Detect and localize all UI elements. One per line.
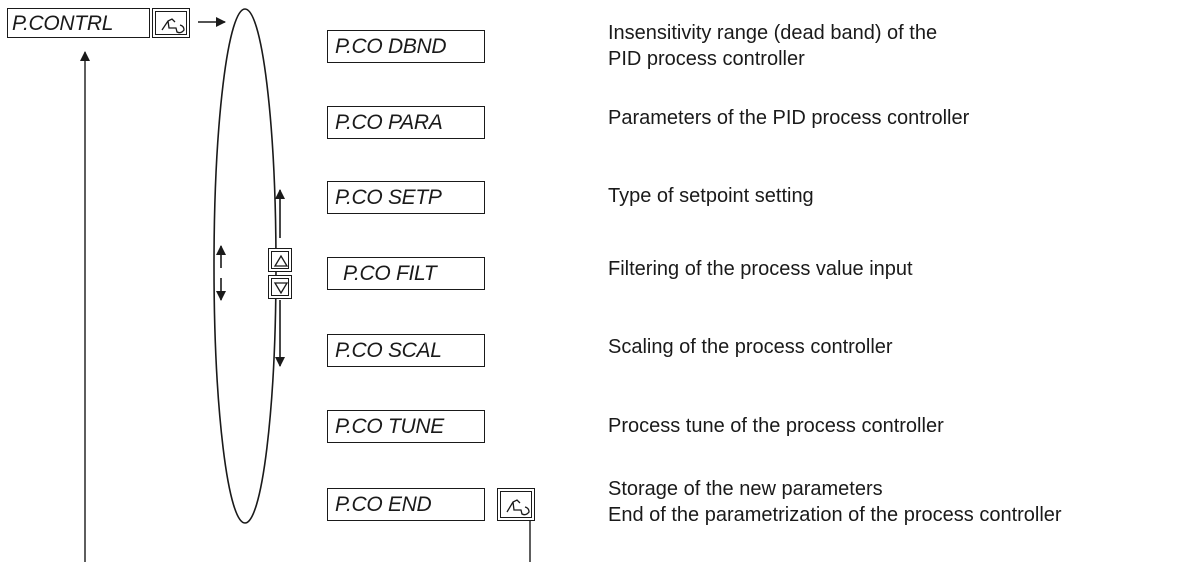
menu-cycle-ellipse: [213, 8, 277, 524]
description-dbnd: Insensitivity range (dead band) of the P…: [608, 22, 938, 70]
enter-key-icon[interactable]: [152, 8, 190, 38]
menu-item-setp[interactable]: P.CO SETP: [327, 181, 485, 214]
down-key-icon[interactable]: [268, 275, 292, 299]
menu-item-label: P.CO TUNE: [335, 415, 444, 438]
root-menu-box[interactable]: P.CONTRL: [7, 8, 150, 38]
menu-item-label: P.CO END: [335, 493, 432, 516]
menu-item-label: P.CO FILT: [343, 262, 437, 285]
menu-item-label: P.CO DBND: [335, 35, 447, 58]
description-setp: Type of setpoint setting: [608, 185, 814, 207]
description-filt: Filtering of the process value input: [608, 258, 913, 280]
root-menu-label: P.CONTRL: [12, 11, 114, 35]
description-scal: Scaling of the process controller: [608, 336, 893, 358]
menu-item-label: P.CO SETP: [335, 186, 442, 209]
menu-item-label: P.CO PARA: [335, 111, 443, 134]
menu-item-filt[interactable]: P.CO FILT: [327, 257, 485, 290]
description-tune: Process tune of the process controller: [608, 415, 944, 437]
menu-item-scal[interactable]: P.CO SCAL: [327, 334, 485, 367]
enter-key-icon[interactable]: [497, 488, 535, 521]
description-end: Storage of the new parameters End of the…: [608, 478, 1062, 526]
menu-item-para[interactable]: P.CO PARA: [327, 106, 485, 139]
menu-item-tune[interactable]: P.CO TUNE: [327, 410, 485, 443]
menu-item-label: P.CO SCAL: [335, 339, 442, 362]
description-para: Parameters of the PID process controller: [608, 107, 970, 129]
up-key-icon[interactable]: [268, 248, 292, 272]
menu-item-dbnd[interactable]: P.CO DBND: [327, 30, 485, 63]
menu-item-end[interactable]: P.CO END: [327, 488, 485, 521]
